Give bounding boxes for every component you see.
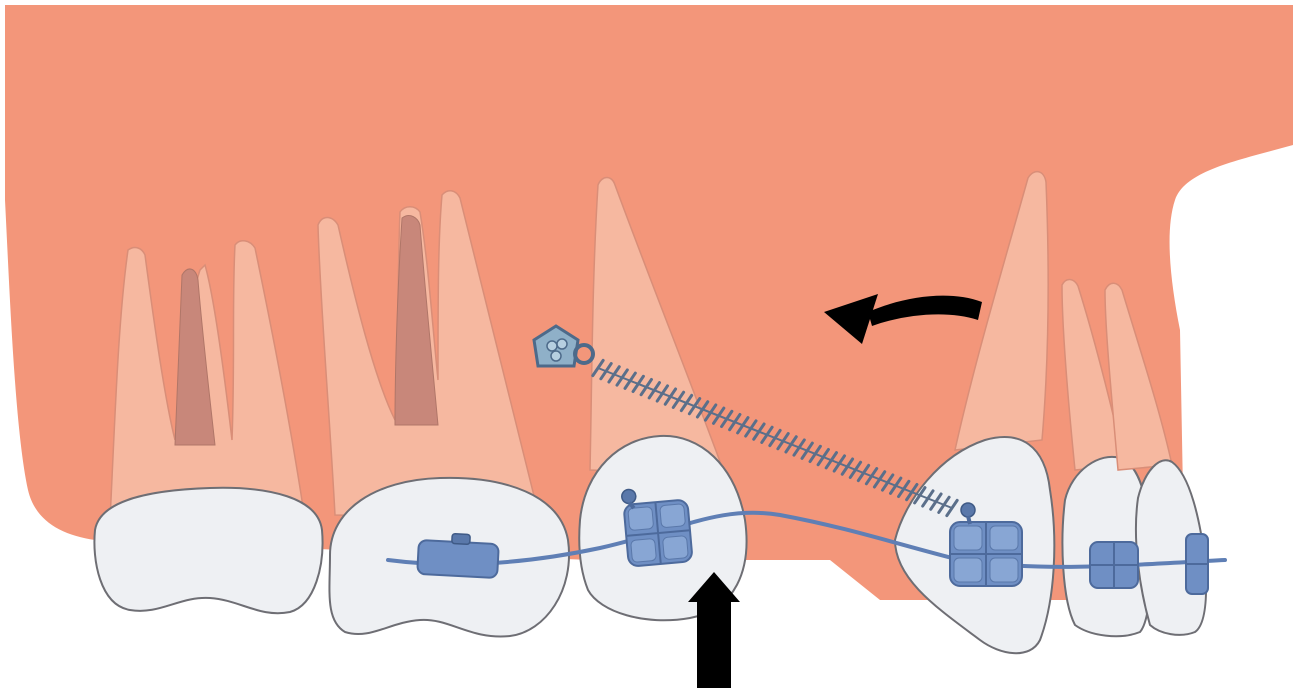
tooth-left-molar-crown — [94, 488, 322, 613]
lateral-incisor-bracket — [1090, 542, 1138, 588]
central-incisor-bracket — [1186, 534, 1208, 594]
